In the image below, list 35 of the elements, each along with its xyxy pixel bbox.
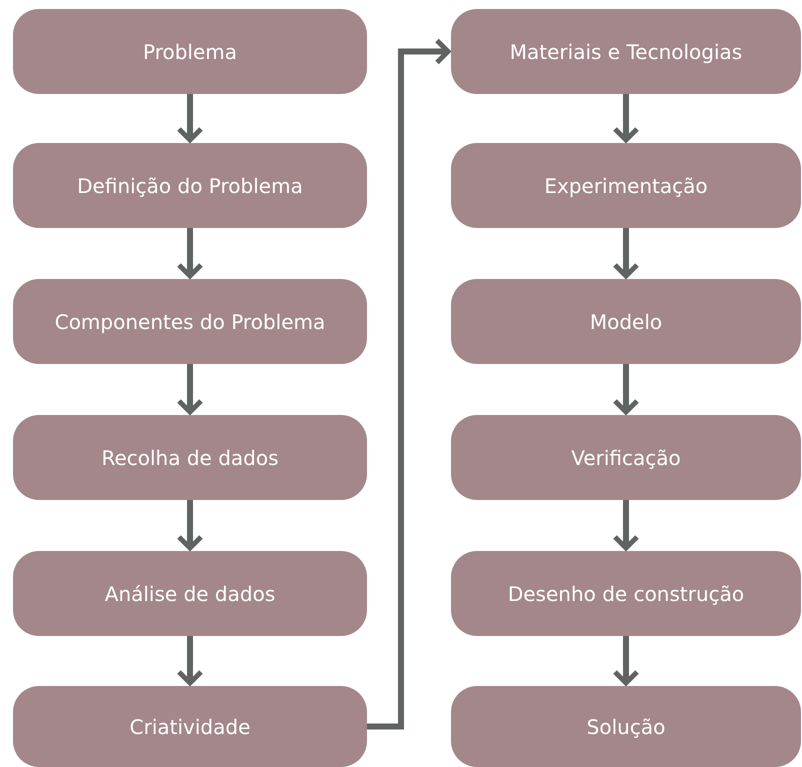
process-box: [13, 415, 367, 500]
arrow: [612, 94, 640, 142]
arrow: [176, 500, 204, 550]
process-box: [13, 143, 367, 228]
process-box: [13, 9, 367, 94]
step-label: Modelo: [590, 310, 662, 334]
arrow: [176, 228, 204, 278]
arrow: [176, 364, 204, 414]
step-label: Componentes do Problema: [54, 310, 326, 334]
arrow: [176, 636, 204, 686]
step-label: Verificação: [571, 446, 681, 470]
process-box: [451, 551, 801, 636]
process-box: [451, 415, 801, 500]
arrow: [612, 636, 640, 686]
process-box: [451, 686, 801, 767]
arrow: [612, 228, 640, 278]
arrow: [612, 364, 640, 414]
process-box: [13, 279, 367, 364]
process-box: [13, 551, 367, 636]
step-label: Problema: [142, 40, 238, 64]
process-box: [13, 686, 367, 767]
step-label: Criatividade: [130, 714, 250, 738]
arrow: [367, 38, 450, 730]
step-label: Materiais e Tecnologias: [510, 40, 742, 64]
step-label: Solução: [586, 714, 666, 738]
process-box: [451, 143, 801, 228]
arrow: [612, 500, 640, 550]
step-label: Definição do Problema: [77, 174, 303, 198]
process-box: [451, 9, 801, 94]
step-label: Desenho de construção: [508, 582, 744, 606]
step-label: Experimentação: [544, 174, 708, 198]
step-label: Análise de dados: [104, 582, 276, 606]
step-label: Recolha de dados: [101, 446, 279, 470]
process-box: [451, 279, 801, 364]
arrow: [176, 94, 204, 142]
